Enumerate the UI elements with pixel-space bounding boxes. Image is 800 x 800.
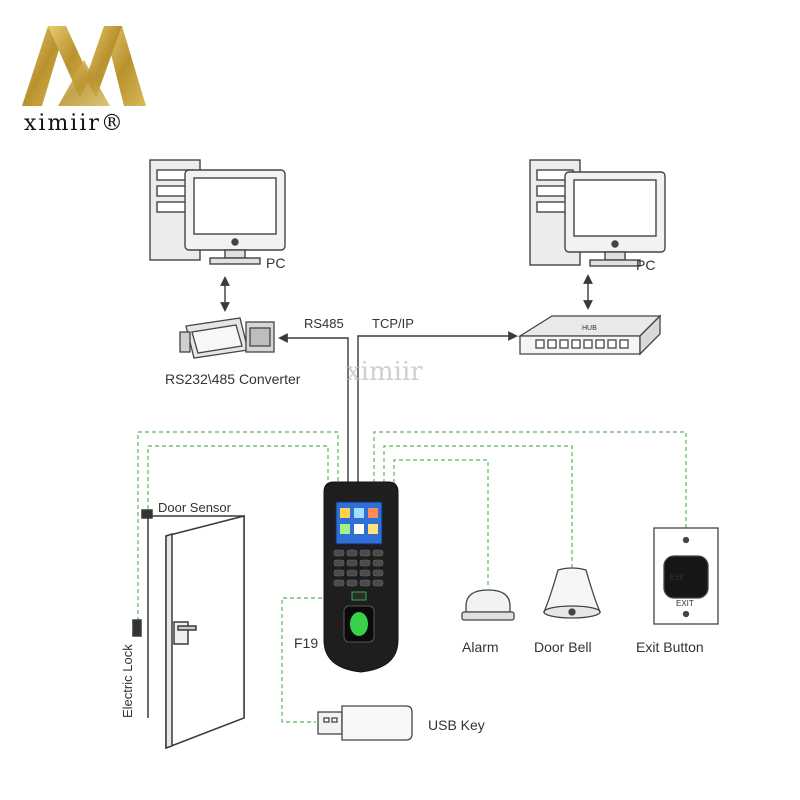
logo-mark-icon [22, 26, 146, 106]
door-sensor-label: Door Sensor [158, 500, 232, 515]
rs485-label: RS485 [304, 316, 344, 331]
converter-icon [179, 317, 275, 359]
brand-logo: ximiir® [22, 26, 146, 136]
monitor-icon [184, 169, 286, 265]
exit-button-face: EXIT [676, 599, 694, 608]
exit-button-sticker: Exit [670, 573, 684, 582]
pc-left-label: PC [266, 255, 285, 271]
network-switch-icon [517, 314, 662, 356]
keypad [333, 549, 384, 587]
comm-lines [278, 331, 518, 492]
pc-right-label: PC [636, 257, 655, 273]
tcpip-label: TCP/IP [372, 316, 414, 331]
switch-brand: HUB [582, 325, 597, 332]
f19-terminal [323, 481, 399, 673]
exit-button-icon: Exit EXIT [653, 527, 719, 625]
pc-right [529, 159, 666, 267]
door-bell-icon [543, 567, 601, 619]
door-icon [132, 509, 245, 750]
alarm-icon [461, 589, 515, 621]
device-wiring [137, 431, 687, 723]
pc-tower-icon [149, 159, 201, 261]
usb-key-icon [317, 705, 413, 741]
pc-left [149, 159, 286, 265]
fingerprint-sensor-icon [350, 612, 368, 636]
device-label: F19 [294, 635, 318, 651]
exit-button-label: Exit Button [636, 639, 704, 655]
door-bell-label: Door Bell [534, 639, 592, 655]
monitor-icon [564, 171, 666, 267]
electric-lock-label: Electric Lock [120, 644, 135, 718]
alarm-label: Alarm [462, 639, 499, 655]
brand-name: ximiir® [24, 111, 125, 136]
usb-key-label: USB Key [428, 717, 485, 733]
converter-label: RS232\485 Converter [165, 371, 301, 387]
watermark: ximiir [346, 357, 423, 387]
